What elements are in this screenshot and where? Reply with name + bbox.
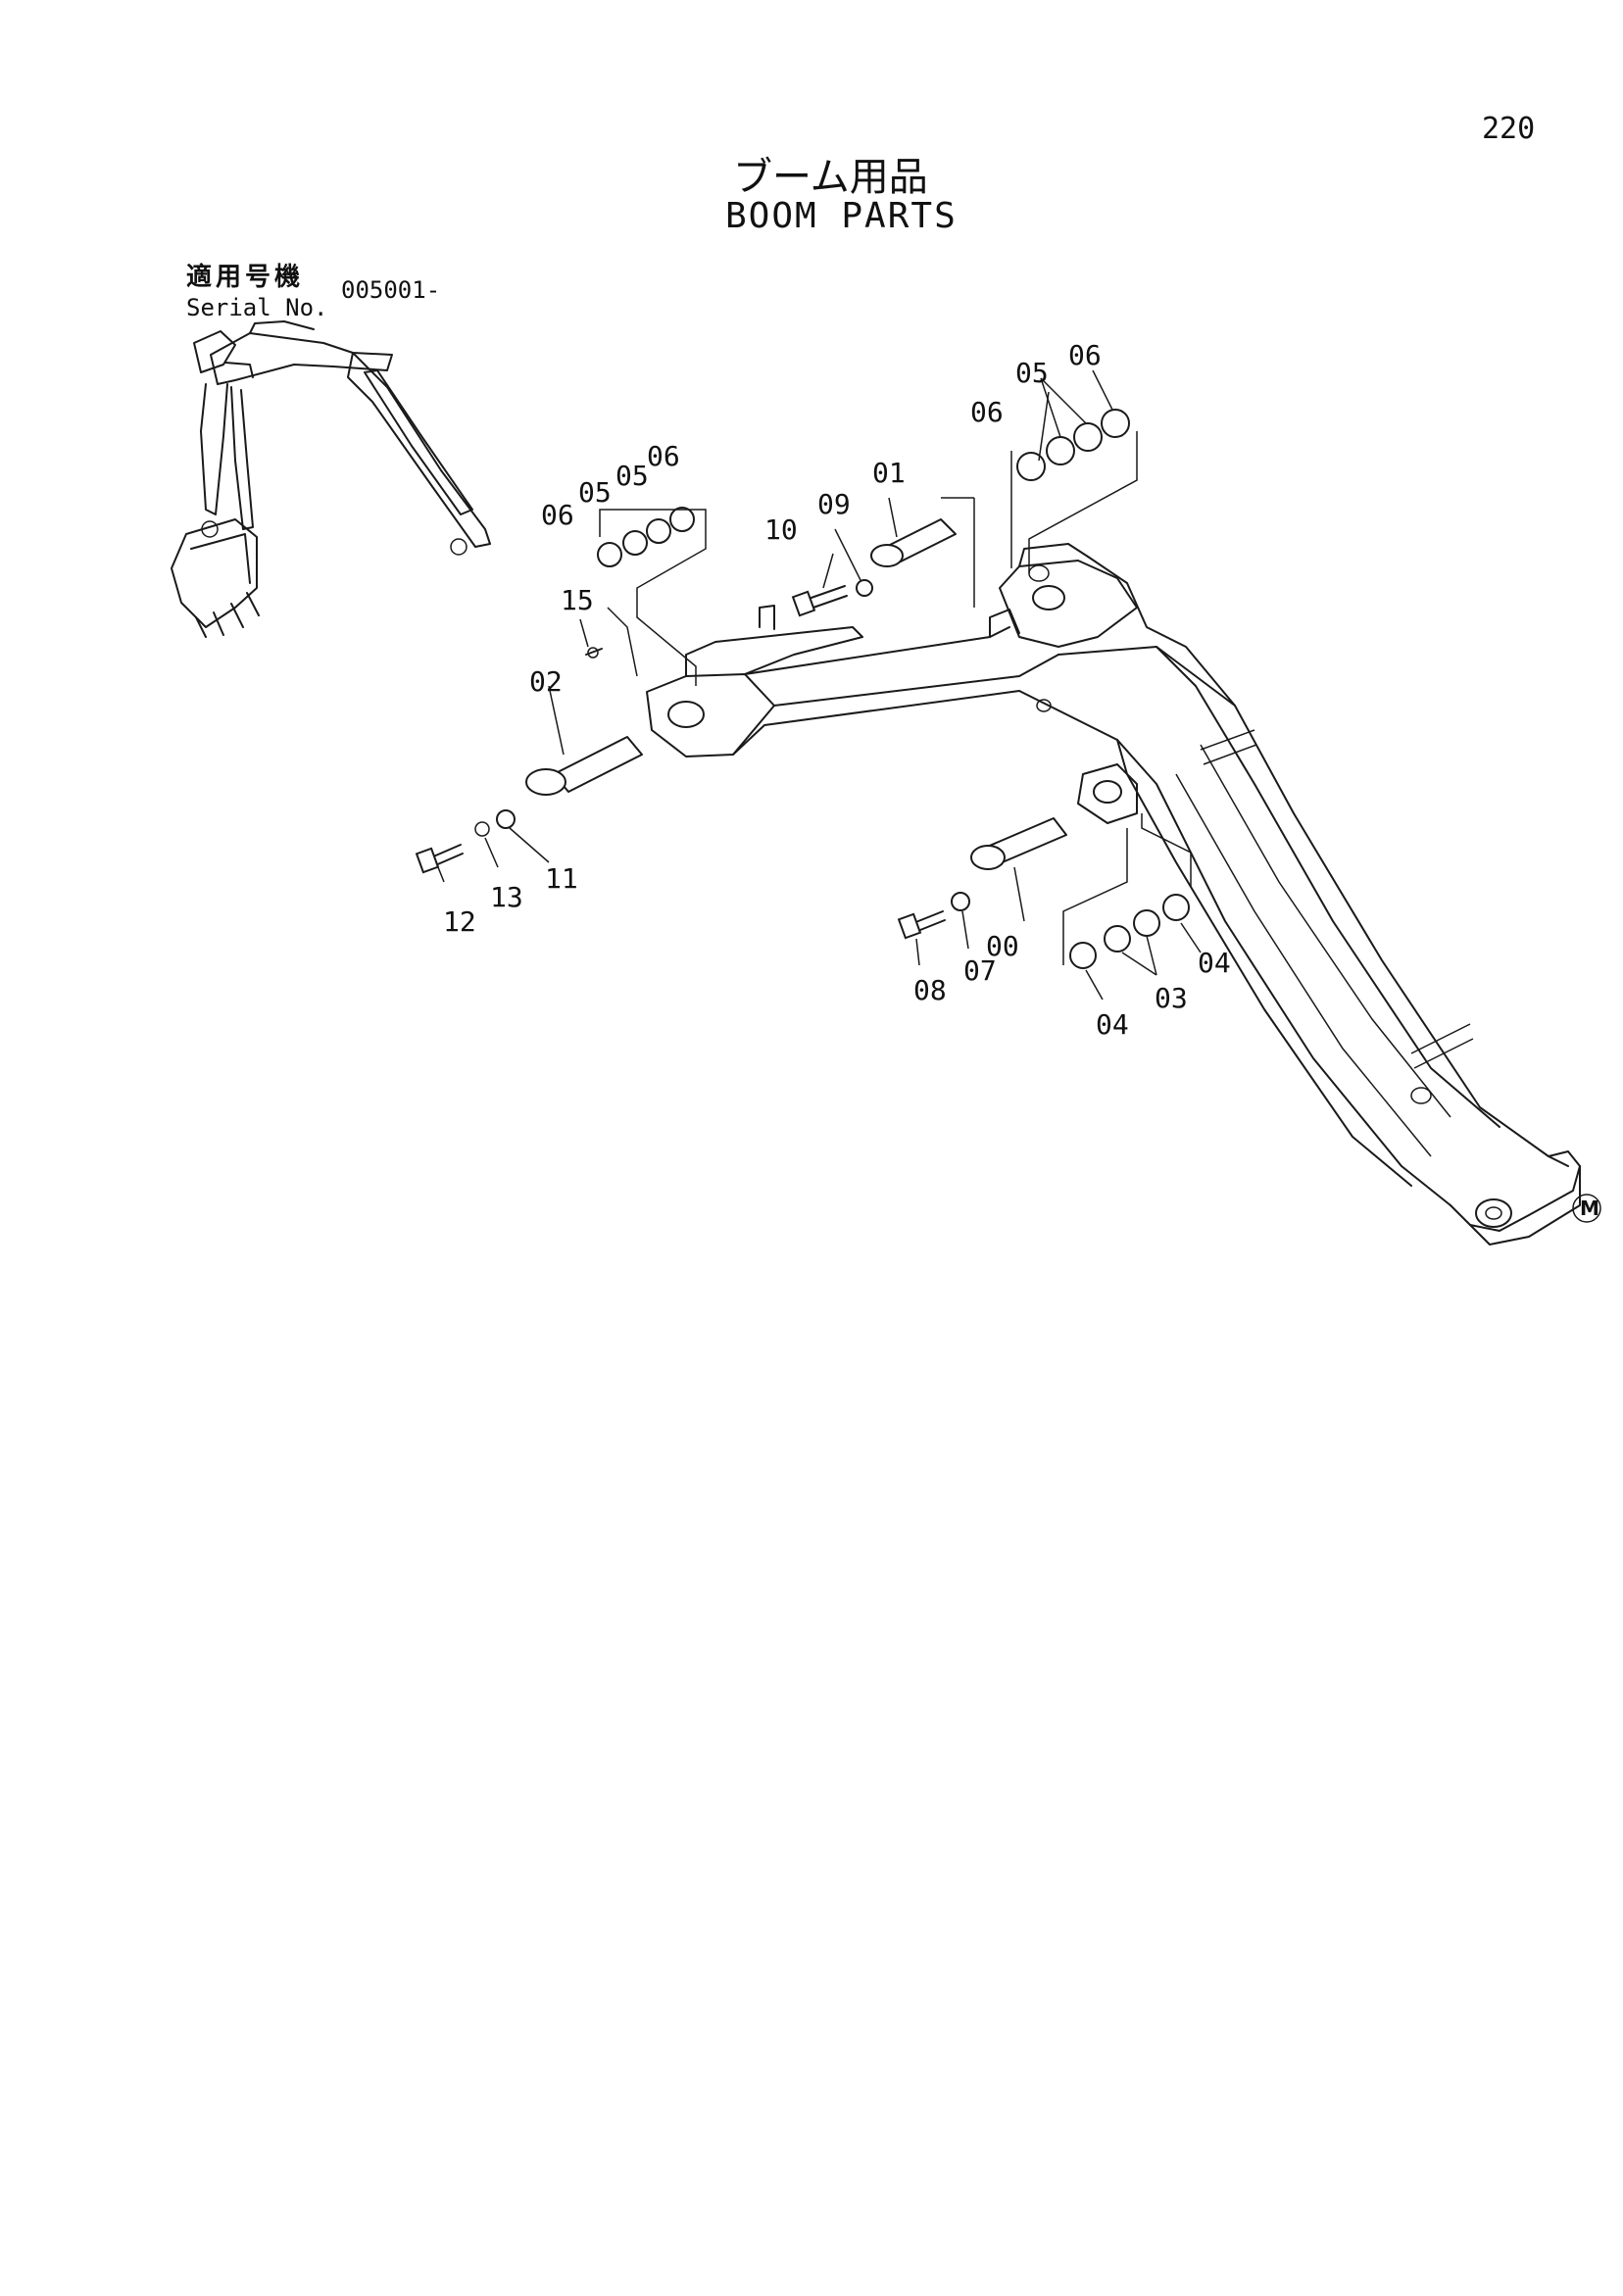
page-title-english: BOOM PARTS [725,196,958,236]
callout-13: 13 [490,881,523,913]
boom-structure-illustration [646,543,1581,1246]
shim-group-upper-left [597,507,707,686]
model-mark-badge: M [1572,1194,1601,1223]
part-bolt-12 [415,844,464,874]
part-washer-07 [951,892,970,911]
callout-04-right: 04 [1198,947,1231,979]
callout-11: 11 [545,862,578,895]
model-mark-letter: M [1580,1197,1599,1220]
callout-10: 10 [764,513,798,546]
part-bolt-10 [791,585,848,617]
page-title-japanese: ブーム用品 [733,155,928,200]
callout-03: 03 [1155,982,1188,1014]
callout-06-upper-left-b: 06 [647,440,680,472]
serial-number-value: 005001- [341,276,441,304]
part-pin-01 [870,518,957,567]
callout-05-upper-left-a: 05 [578,476,612,509]
part-bolt-08 [897,910,946,940]
callout-06-upper-right-a: 06 [970,396,1004,428]
callout-00: 00 [986,930,1019,962]
part-washer-09 [856,579,873,597]
callout-04-left: 04 [1096,1008,1129,1041]
callout-06-upper-right-b: 06 [1068,339,1102,371]
callout-05-upper-left-b: 05 [615,460,649,492]
callout-01: 01 [872,457,906,489]
serial-label-japanese: 適用号機 [186,263,305,292]
excavator-thumbnail-illustration [171,320,491,638]
callout-labels: 00 01 02 03 04 04 05 05 05 06 06 06 06 0… [443,339,1231,1041]
callout-12: 12 [443,905,476,938]
shim-group-upper-right [941,409,1138,608]
part-pin-00 [970,817,1067,870]
page-number: 220 [1482,112,1536,146]
serial-label-english: Serial No. [186,294,328,321]
callout-09: 09 [817,488,851,520]
callout-08: 08 [913,974,947,1006]
callout-06-upper-left-a: 06 [541,499,574,531]
callout-15: 15 [561,584,594,616]
part-pin-15 [585,647,603,659]
leader-lines [435,369,1202,1001]
part-washer-11 [496,809,516,829]
callout-05-upper-right: 05 [1015,357,1049,389]
shim-group-lower [1062,813,1192,969]
callout-02: 02 [529,665,563,698]
callout-07: 07 [963,954,997,987]
part-washer-13 [474,821,490,837]
part-pin-02 [525,736,643,796]
